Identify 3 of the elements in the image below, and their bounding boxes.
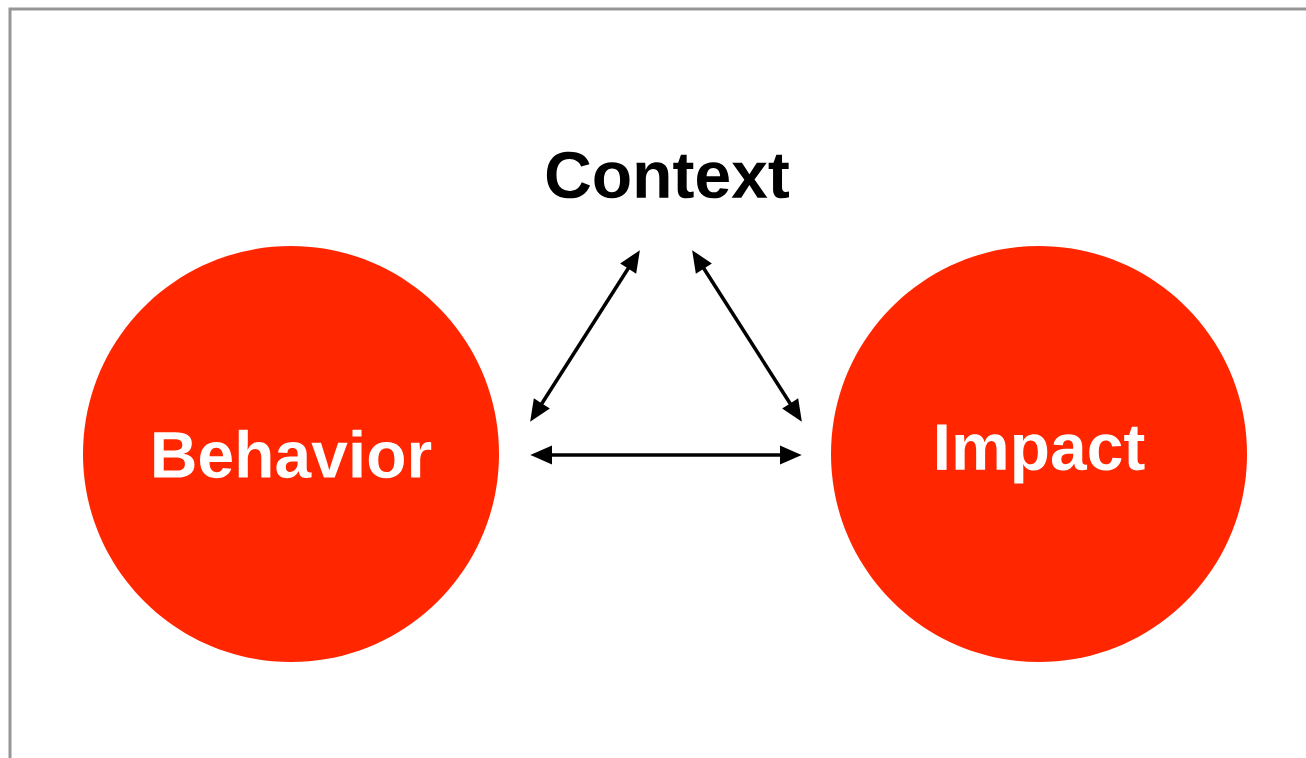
circle-node: Behavior: [83, 246, 499, 662]
circle-node: Impact: [831, 246, 1247, 662]
context-label: Context: [546, 151, 789, 199]
